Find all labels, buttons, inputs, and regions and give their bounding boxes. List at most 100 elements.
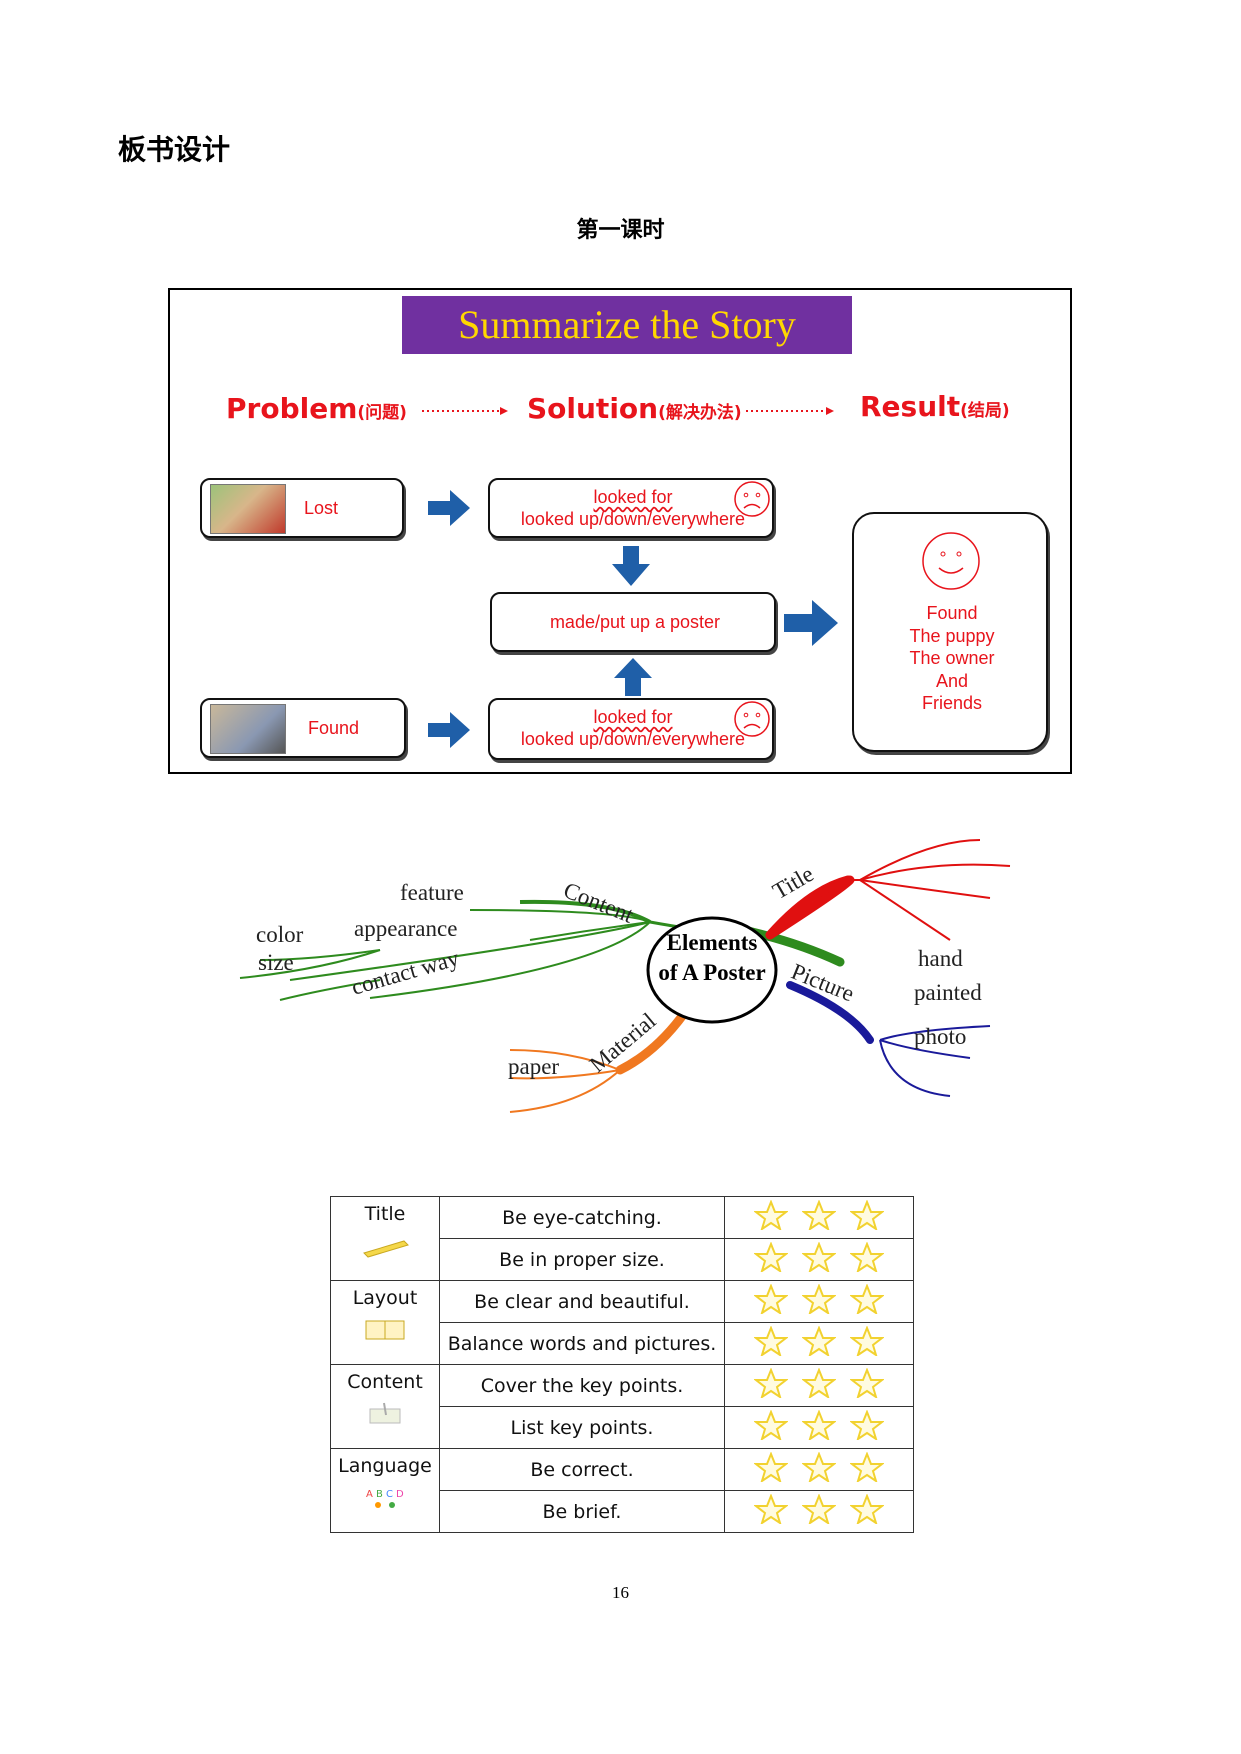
result-cn-label: (结局) [960,401,1010,421]
sad-face-icon [734,481,770,517]
solution-heading: Solution(解决办法) [527,392,742,425]
dotted-arrow-icon [746,407,834,415]
appearance-label: appearance [354,916,458,941]
rubric-category: Layout [330,1280,440,1365]
star-icon[interactable] [801,1199,837,1232]
rubric-star-rating [724,1238,914,1281]
star-icon[interactable] [849,1199,885,1232]
result-line: And [935,670,969,691]
result-line: The puppy [909,625,995,646]
right-arrow-icon [428,490,470,526]
rubric-star-rating [724,1490,914,1533]
svg-text:D: D [396,1489,404,1500]
story-banner: Summarize the Story [402,296,852,354]
rubric-criterion: Be eye-catching. [439,1196,725,1239]
star-icon[interactable] [801,1409,837,1442]
rubric-category-label: Language [338,1455,432,1477]
up-arrow-icon [614,658,652,696]
looked-for-text: looked for [593,707,673,727]
poster-box: made/put up a poster [490,592,776,652]
star-icon[interactable] [849,1493,885,1526]
star-icon[interactable] [753,1367,789,1400]
lost-box: Lost [200,478,404,538]
right-arrow-icon [428,712,470,748]
star-icon[interactable] [753,1409,789,1442]
star-icon[interactable] [753,1199,789,1232]
solution-label: Solution [527,392,659,425]
star-icon[interactable] [849,1451,885,1484]
sad-face-icon [734,701,770,737]
star-icon[interactable] [753,1283,789,1316]
rubric-row: Title Be eye-catching. [330,1196,914,1281]
result-line: Friends [921,693,983,713]
result-line: Found [926,603,978,623]
rubric-star-rating [724,1364,914,1407]
painted-label: painted [914,980,982,1005]
star-icon[interactable] [849,1283,885,1316]
rubric-criterion: Be correct. [439,1448,725,1491]
star-icon[interactable] [849,1367,885,1400]
result-text: Found The puppy The owner And Friends [854,602,1050,715]
rubric-row: List key points. [331,1406,914,1449]
star-icon[interactable] [801,1241,837,1274]
rubric-criterion: Be in proper size. [439,1238,725,1281]
found-label: Found [308,718,360,738]
lost-label: Lost [304,498,339,518]
problem-heading: Problem(问题) [226,392,407,425]
solution-box-bottom: looked for looked up/down/everywhere [488,698,774,760]
star-icon[interactable] [801,1325,837,1358]
rubric-row: Be brief. [331,1490,914,1533]
problem-cn-label: (问题) [357,403,407,423]
star-icon[interactable] [753,1451,789,1484]
rubric-criterion: Be clear and beautiful. [439,1280,725,1323]
ruler-icon [363,1240,409,1258]
solution-box-top: looked for looked up/down/everywhere [488,478,774,538]
result-line: The owner [909,648,995,668]
rubric-star-rating [724,1196,914,1239]
rubric-category: Title [330,1196,440,1281]
rubric-criterion: List key points. [439,1406,725,1449]
content-icon [369,1402,401,1424]
dotted-arrow-icon [422,407,508,415]
found-man-picture [210,704,286,754]
star-icon[interactable] [801,1493,837,1526]
story-board [168,288,1072,774]
rubric-star-rating [724,1406,914,1449]
lost-boy-picture [210,484,286,534]
star-icon[interactable] [801,1283,837,1316]
result-heading: Result(结局) [860,390,1010,423]
svg-text:C: C [386,1489,393,1500]
problem-label: Problem [226,392,358,425]
lesson-title: 第一课时 [576,218,665,243]
section-heading: 板书设计 [118,133,231,166]
star-icon[interactable] [753,1325,789,1358]
star-icon[interactable] [849,1325,885,1358]
star-icon[interactable] [801,1451,837,1484]
page-number: 16 [612,1583,629,1602]
star-icon[interactable] [801,1367,837,1400]
rubric-category-label: Title [364,1203,406,1225]
right-arrow-icon [784,600,838,646]
result-box: Found The puppy The owner And Friends [852,512,1048,752]
star-icon[interactable] [849,1409,885,1442]
rubric-category: Content [330,1364,440,1449]
star-icon[interactable] [849,1241,885,1274]
size-label: size [258,950,294,975]
star-icon[interactable] [753,1241,789,1274]
result-label: Result [860,390,961,423]
rubric-star-rating [724,1448,914,1491]
rubric-star-rating [724,1322,914,1365]
star-icon[interactable] [753,1493,789,1526]
mind-map-center: Elements of A Poster [648,928,776,988]
color-label: color [256,922,304,947]
rubric-criterion: Balance words and pictures. [439,1322,725,1365]
layout-icon [365,1320,405,1340]
looked-for-text: looked for [593,487,673,507]
rubric-criterion: Be brief. [439,1490,725,1533]
down-arrow-icon [612,546,650,586]
looked-everywhere-text: looked up/down/everywhere [520,509,746,529]
